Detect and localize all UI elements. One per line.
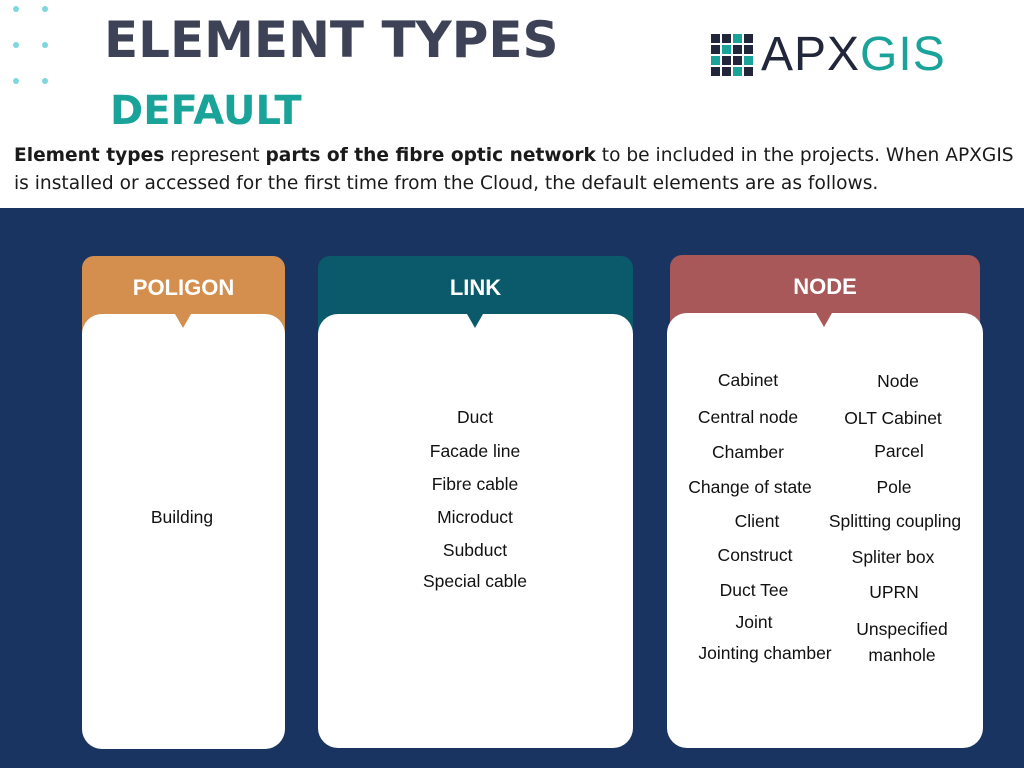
intro-bold-element-types: Element types <box>14 145 165 166</box>
list-item: Duct <box>457 407 493 427</box>
list-item: Parcel <box>874 441 924 461</box>
list-item: Splitting coupling <box>828 511 962 531</box>
intro-paragraph: Element types represent parts of the fib… <box>14 142 1014 198</box>
dot <box>42 42 48 48</box>
card-link-title: LINK <box>449 275 502 300</box>
card-node-notch <box>816 313 832 327</box>
list-item: Microduct <box>437 507 513 527</box>
intro-text-1: represent <box>164 145 266 166</box>
logo-apx: APX <box>761 28 861 81</box>
list-item: Pole <box>876 477 912 497</box>
card-link-body <box>318 314 633 748</box>
logo-gis: GIS <box>860 28 946 81</box>
decorative-dots <box>8 6 58 86</box>
card-node: NODE Cabinet Central node Chamber Change… <box>667 255 983 748</box>
card-node-title: NODE <box>793 274 857 299</box>
intro-bold-network: parts of the fibre optic network <box>265 145 596 166</box>
list-item: Central node <box>697 407 799 427</box>
list-item: Joint <box>735 612 773 632</box>
intro-text-2: to be included in the projects. When APX… <box>14 145 1014 194</box>
list-item: Change of state <box>688 477 812 497</box>
list-item: Unspecified <box>856 619 948 639</box>
list-item: Spliter box <box>851 547 935 567</box>
list-item: Jointing chamber <box>698 643 832 663</box>
page-subtitle: DEFAULT <box>110 88 302 134</box>
card-link: LINK Duct Facade line Fibre cable Microd… <box>318 256 633 748</box>
list-item: manhole <box>868 645 936 665</box>
list-item: Node <box>877 371 919 391</box>
logo-grid-icon <box>711 34 753 76</box>
list-item: UPRN <box>869 582 919 602</box>
list-item: Subduct <box>442 540 508 560</box>
card-poligon-body <box>82 314 285 749</box>
list-item: Fibre cable <box>431 474 519 494</box>
dot <box>13 6 19 12</box>
card-link-notch <box>467 314 483 328</box>
list-item: Chamber <box>712 442 784 462</box>
dot <box>42 6 48 12</box>
list-item: Client <box>734 511 780 531</box>
apxgis-logo: APXGIS <box>711 31 946 79</box>
card-poligon-title: POLIGON <box>132 275 235 300</box>
list-item: Special cable <box>422 571 528 591</box>
list-item: Construct <box>717 545 793 565</box>
list-item: Facade line <box>429 441 521 461</box>
list-item: Cabinet <box>717 370 779 390</box>
dot <box>13 78 19 84</box>
list-item: Building <box>150 507 214 527</box>
card-node-body <box>667 313 983 748</box>
logo-text: APXGIS <box>761 31 946 79</box>
card-poligon: POLIGON Building <box>82 256 285 749</box>
dot <box>13 42 19 48</box>
list-item: Duct Tee <box>719 580 789 600</box>
dot <box>42 78 48 84</box>
page-title: ELEMENT TYPES <box>104 11 559 69</box>
list-item: OLT Cabinet <box>844 408 942 428</box>
